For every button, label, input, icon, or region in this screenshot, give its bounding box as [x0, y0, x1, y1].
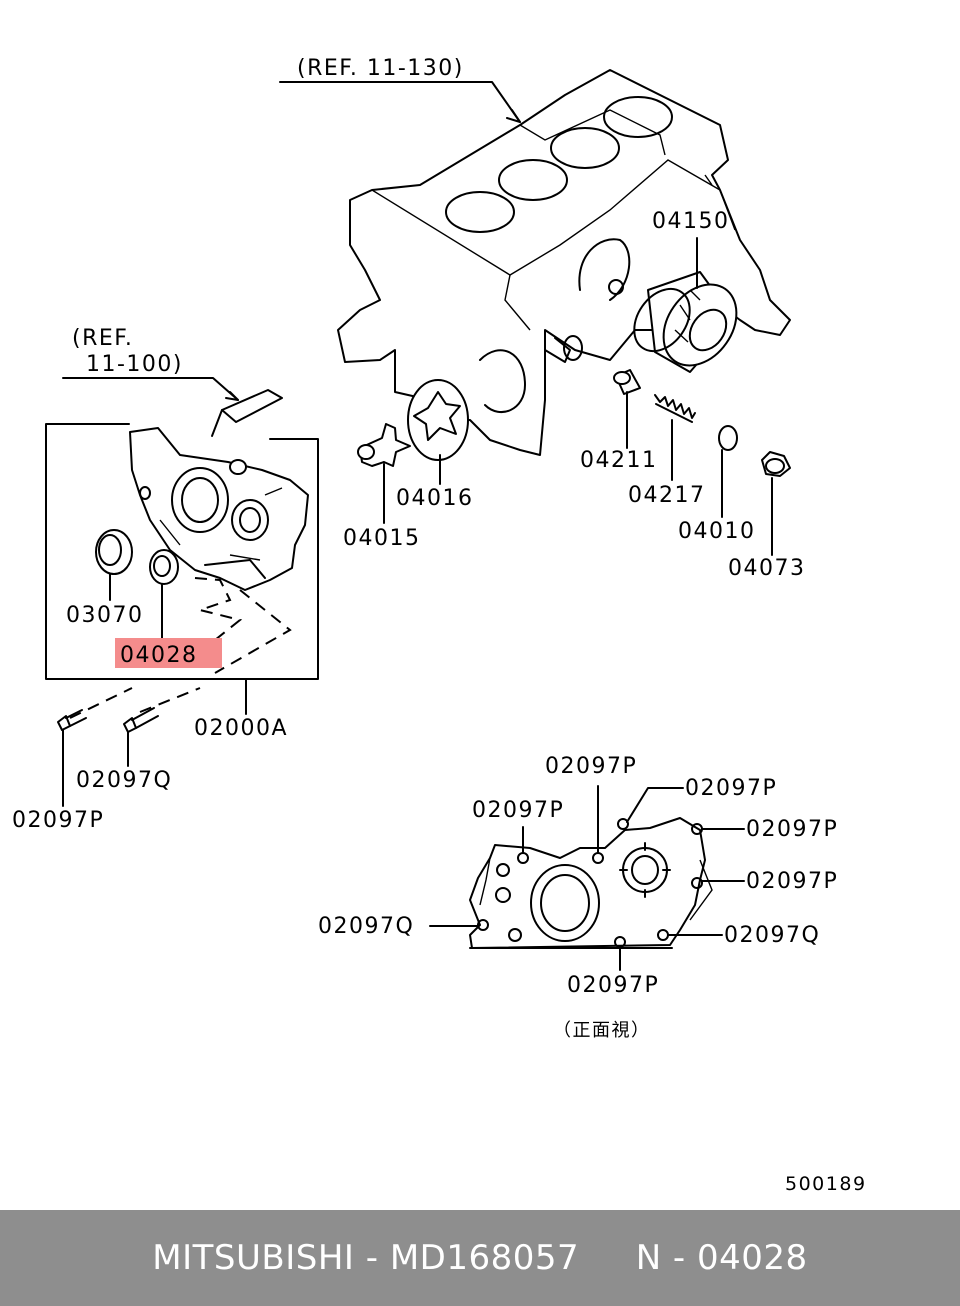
- oil-pump-assembly: 03070 04028 02000A: [45, 423, 319, 741]
- front-label-02097P-left: 02097P: [472, 798, 564, 823]
- front-label-02097P-top: 02097P: [545, 754, 637, 779]
- front-label-02097P-right2: 02097P: [746, 869, 838, 894]
- engine-block: [337, 69, 791, 456]
- front-view: 02097P 02097P 02097P 02097P 02097P 02097…: [318, 754, 838, 1041]
- footer-bar: MITSUBISHI - MD168057 N - 04028: [0, 1210, 960, 1306]
- label-04150: 04150: [652, 209, 730, 234]
- front-label-02097P-right1: 02097P: [746, 817, 838, 842]
- oil-filter: 04150: [633, 209, 738, 373]
- front-label-02097P-topright: 02097P: [685, 776, 777, 801]
- footer-brand: MITSUBISHI: [152, 1238, 355, 1278]
- ref-pan-leader: (REF. 11-100): [62, 326, 283, 437]
- label-02097P-left: 02097P: [12, 808, 104, 833]
- footer-part-number: MD168057: [389, 1238, 580, 1278]
- relief-spring: 04217: [628, 394, 706, 508]
- plug: 04073: [728, 451, 806, 581]
- pump-bolts: 02097Q 02097P: [12, 687, 201, 833]
- label-04028: 04028: [120, 643, 198, 668]
- footer-ref-code: 04028: [697, 1238, 808, 1278]
- label-04073: 04073: [728, 556, 806, 581]
- highlight-04028: [115, 638, 222, 668]
- relief-plunger: 04211: [580, 369, 658, 473]
- front-label-02097Q-right: 02097Q: [724, 923, 820, 948]
- ref-block-text: (REF. 11-130): [297, 56, 464, 81]
- label-02000A: 02000A: [194, 716, 288, 741]
- ref-pan-line2: 11-100): [86, 352, 183, 377]
- label-04016: 04016: [396, 486, 474, 511]
- label-04211: 04211: [580, 448, 658, 473]
- ref-block-leader: (REF. 11-130): [279, 56, 521, 123]
- inner-rotor: 04015: [343, 423, 421, 551]
- front-view-caption: （正面視）: [553, 1020, 651, 1041]
- front-label-02097P-bottom: 02097P: [567, 973, 659, 998]
- gasket-ring: 04010: [678, 425, 756, 544]
- label-02097Q-left: 02097Q: [76, 768, 172, 793]
- front-label-02097Q-left: 02097Q: [318, 914, 414, 939]
- label-03070: 03070: [66, 603, 144, 628]
- drawing-number: 500189: [785, 1173, 867, 1195]
- ref-pan-line1: (REF.: [72, 326, 133, 351]
- label-04217: 04217: [628, 483, 706, 508]
- footer-ref-prefix: N -: [635, 1238, 698, 1278]
- footer-separator: -: [354, 1238, 390, 1278]
- label-04015: 04015: [343, 526, 421, 551]
- label-04010: 04010: [678, 519, 756, 544]
- footer-gap: [579, 1238, 636, 1278]
- parts-diagram: (REF. 11-130) 04150 04211 04217 04010 04: [12, 56, 867, 1195]
- outer-rotor: 04016: [396, 379, 474, 511]
